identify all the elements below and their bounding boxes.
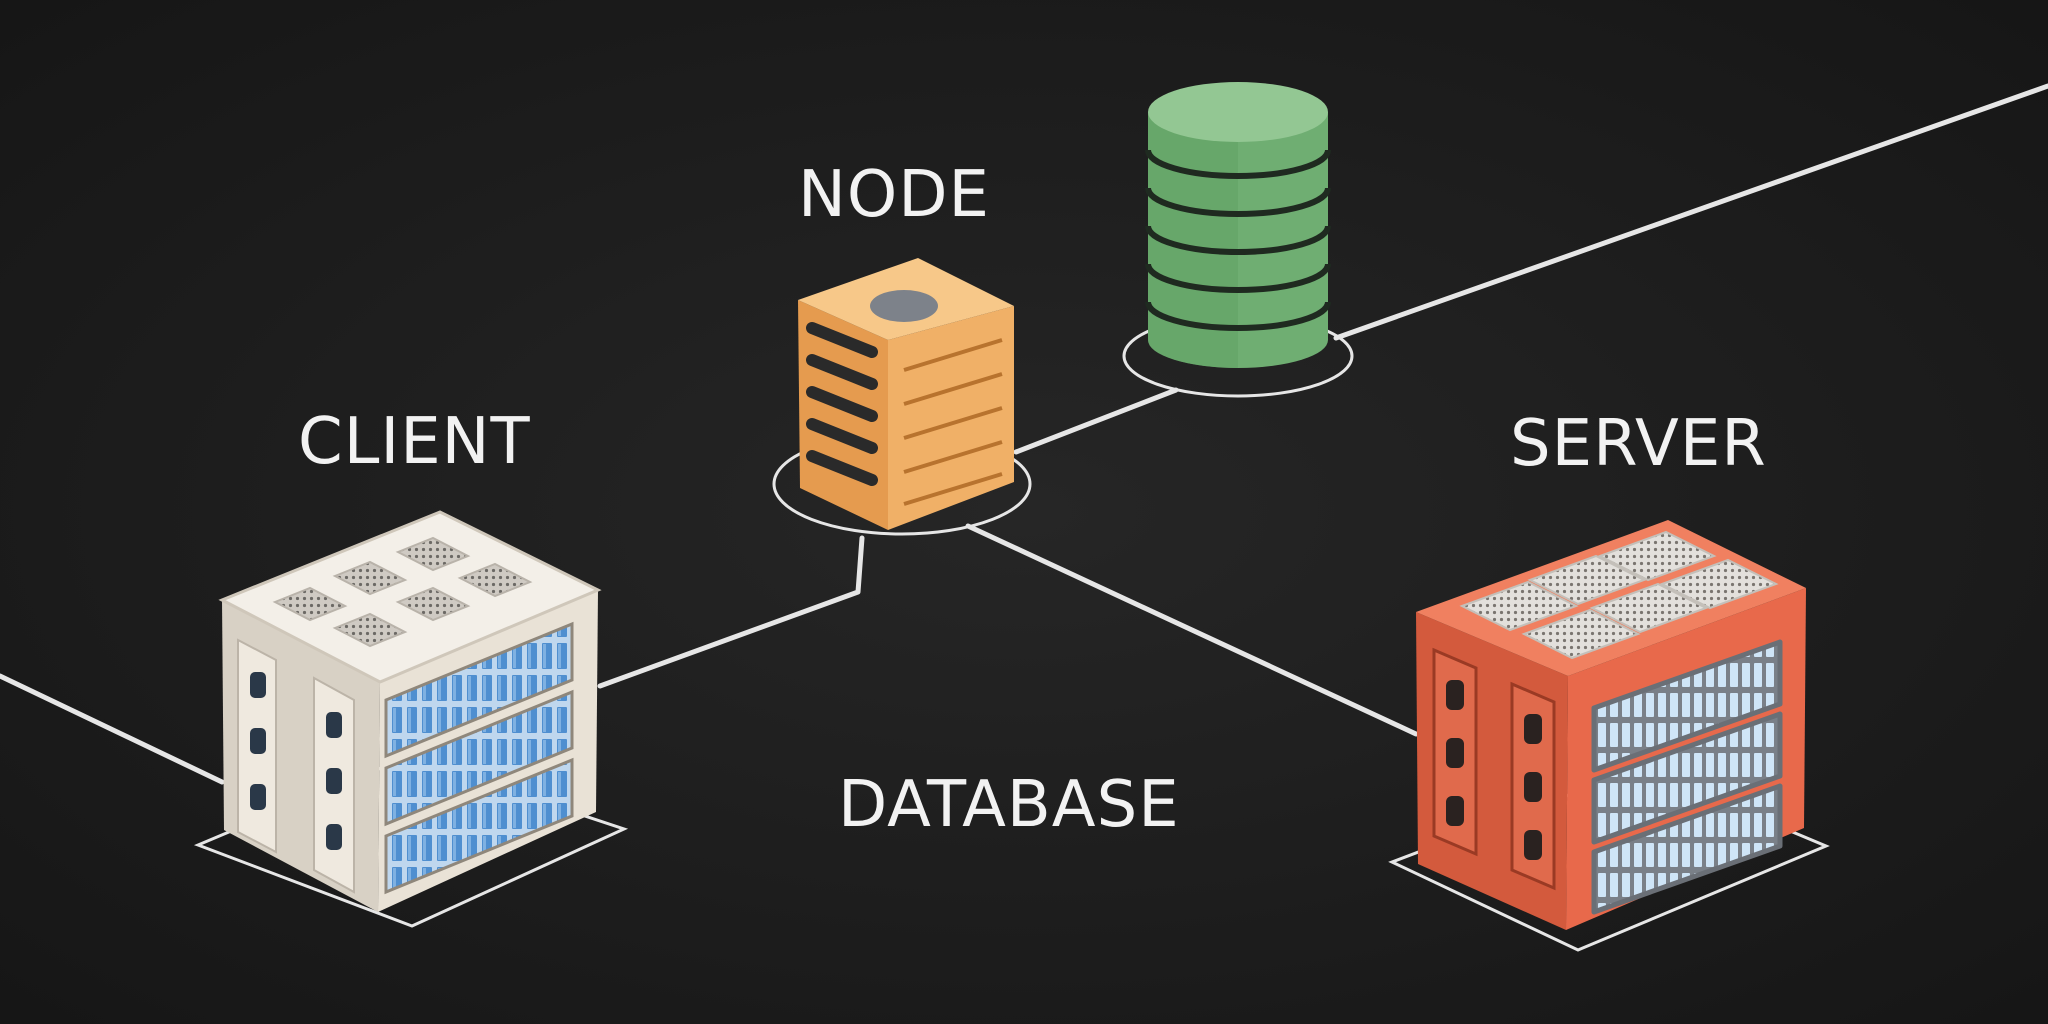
server-drive-bays — [1591, 639, 1783, 915]
connector-node-to-database — [1013, 387, 1179, 455]
database-top — [1148, 82, 1328, 142]
client-server-icon — [193, 510, 629, 928]
client-top-vents — [272, 536, 533, 648]
database-label: DATABASE — [838, 768, 1180, 842]
connector-node-to-server — [965, 523, 1419, 737]
node-icon — [772, 258, 1032, 536]
node-label: NODE — [798, 158, 990, 232]
server-icon — [1388, 520, 1830, 952]
database-icon — [1122, 82, 1354, 398]
node-top-port — [870, 290, 938, 322]
client-label: CLIENT — [298, 405, 531, 479]
connectors — [0, 83, 2048, 785]
connector-database-to-right-edge — [1333, 83, 2048, 341]
server-top-vents — [1459, 530, 1779, 660]
client-drive-bays — [384, 621, 574, 895]
connector-left-edge-to-client — [0, 673, 225, 785]
connector-client-to-node — [597, 535, 865, 689]
server-label: SERVER — [1510, 407, 1767, 481]
